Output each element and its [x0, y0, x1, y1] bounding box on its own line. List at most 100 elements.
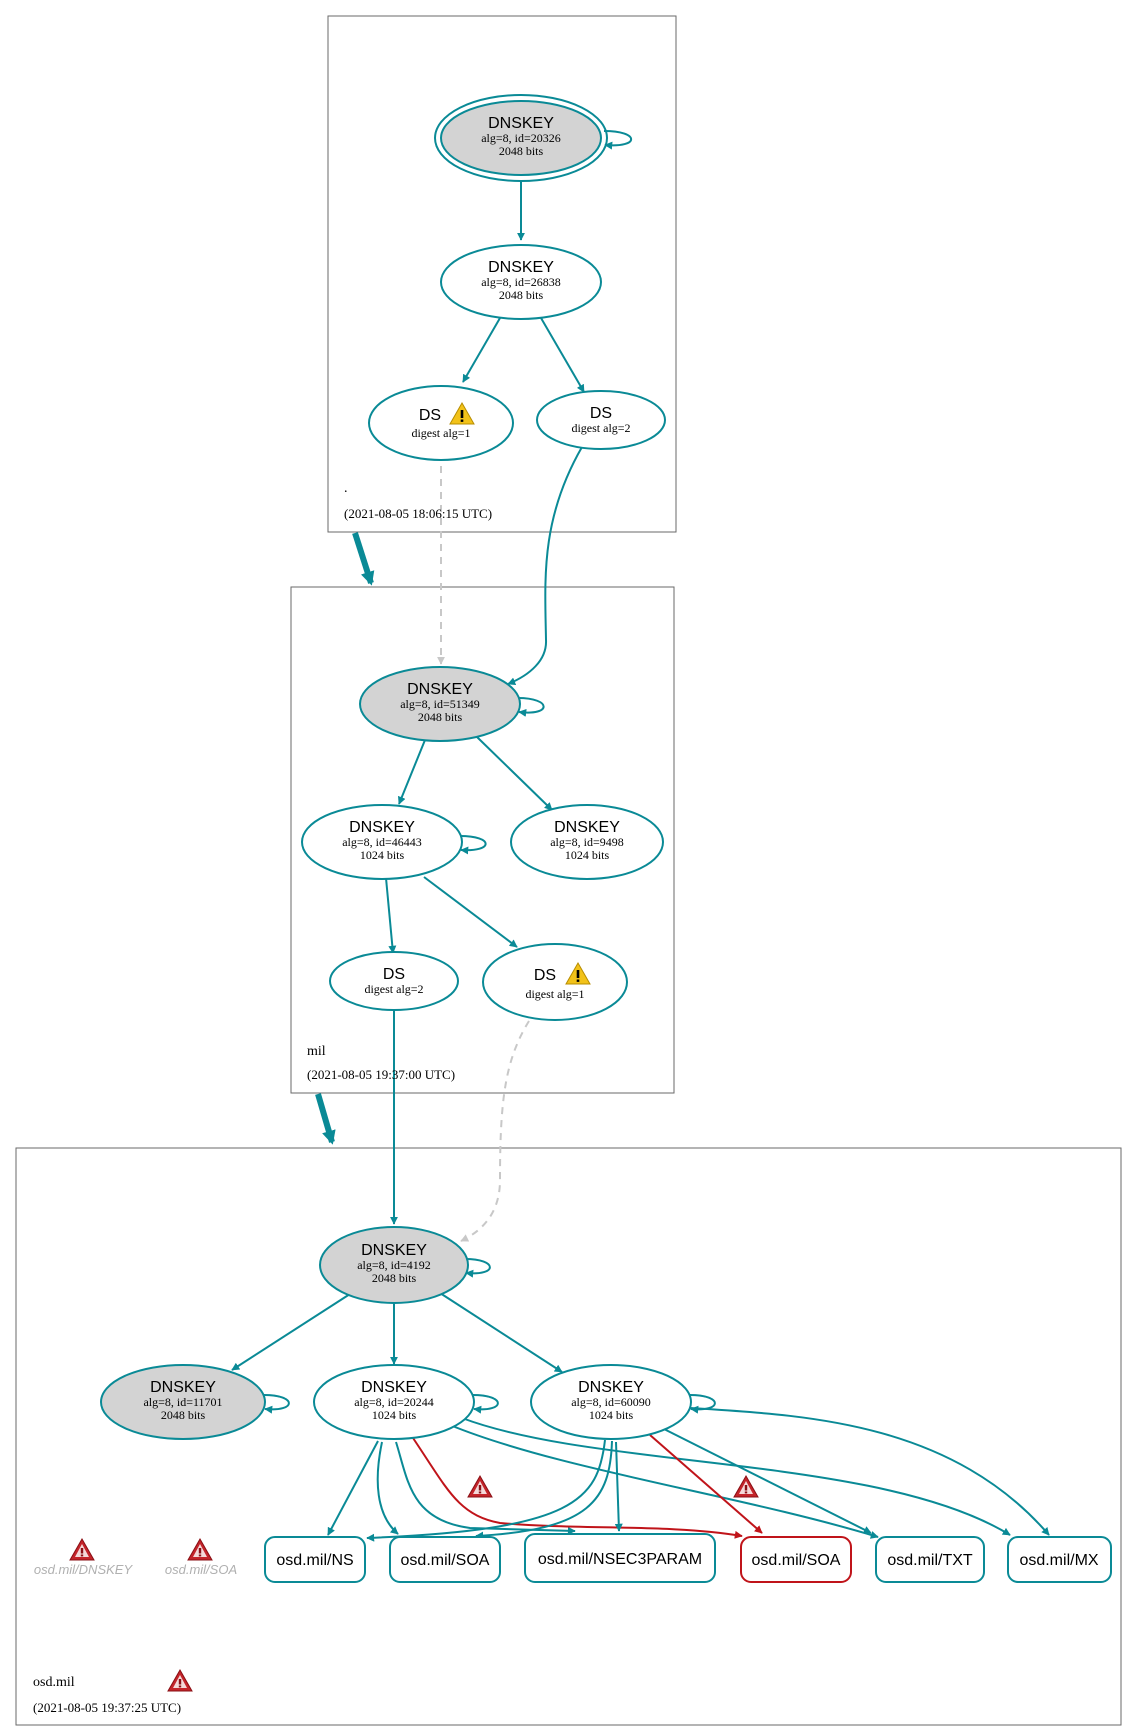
node-root-ksk[interactable]: DNSKEY alg=8, id=20326 2048 bits: [434, 94, 608, 182]
node-title: DNSKEY: [554, 819, 620, 836]
edge-mil-zsk1-ds2: [385, 877, 397, 954]
edge-k60090-ns: [366, 1439, 606, 1542]
node-detail: alg=8, id=51349: [400, 697, 480, 711]
rrset-mx[interactable]: osd.mil/MX: [1007, 1536, 1112, 1583]
zone-mil-box: [290, 586, 675, 1094]
edge-osd-k20244-self: [472, 1394, 499, 1414]
node-mil-ds2[interactable]: DS digest alg=2: [329, 951, 459, 1011]
edge-k60090-soa-err: [649, 1434, 763, 1534]
edge-mil-ksk-self: [517, 697, 545, 717]
node-title: DS: [590, 405, 612, 422]
node-detail: 1024 bits: [589, 1408, 634, 1422]
error-triangle-icon: [733, 1475, 759, 1498]
zone-timestamp-mil: (2021-08-05 19:37:00 UTC): [307, 1067, 455, 1082]
node-detail: digest alg=2: [571, 421, 630, 435]
rrset-nsec3param[interactable]: osd.mil/NSEC3PARAM: [524, 1533, 716, 1583]
edge-k60090-nsec3param: [614, 1441, 623, 1532]
error-label: osd.mil/DNSKEY: [34, 1562, 134, 1577]
zone-root-box: [327, 15, 677, 533]
node-title: DS: [534, 967, 556, 984]
rrset-label: osd.mil/SOA: [752, 1552, 841, 1569]
node-osd-k11701[interactable]: DNSKEY alg=8, id=11701 2048 bits: [100, 1364, 266, 1440]
node-mil-ds1[interactable]: DS digest alg=1: [482, 943, 628, 1021]
node-title: DNSKEY: [578, 1379, 644, 1396]
node-detail: digest alg=2: [364, 982, 423, 996]
edge-osd-k60090-self: [689, 1394, 716, 1414]
error-triangle-icon: [69, 1538, 95, 1561]
zone-osd-box: [15, 1147, 1122, 1726]
edge-mil-ds1-osd-ksk: [460, 1020, 530, 1242]
error-label: osd.mil/SOA: [165, 1562, 237, 1577]
node-detail: alg=8, id=11701: [143, 1395, 222, 1409]
error-dnskey[interactable]: osd.mil/DNSKEY: [34, 1538, 134, 1577]
edge-osd-ksk-k11701: [231, 1293, 351, 1371]
edge-k60090-mx: [689, 1407, 1050, 1536]
node-detail: alg=8, id=9498: [550, 835, 624, 849]
rrset-label: osd.mil/NSEC3PARAM: [538, 1551, 702, 1568]
rrset-soa-error[interactable]: osd.mil/SOA: [740, 1536, 852, 1583]
node-detail: 1024 bits: [360, 848, 405, 862]
node-detail: digest alg=1: [411, 426, 470, 440]
zone-timestamp-osd: (2021-08-05 19:37:25 UTC): [33, 1700, 181, 1715]
node-title: DNSKEY: [150, 1379, 216, 1396]
error-triangle-icon: [467, 1475, 493, 1498]
node-detail: alg=8, id=60090: [571, 1395, 651, 1409]
edge-k20244-nsec3param: [395, 1441, 576, 1535]
node-title: DS: [419, 407, 441, 424]
error-soa[interactable]: osd.mil/SOA: [165, 1538, 237, 1577]
edge-root-zsk-ds2: [540, 317, 585, 393]
edge-osd-ksk-k60090: [439, 1292, 563, 1373]
node-detail: 2048 bits: [418, 710, 463, 724]
node-root-ds1[interactable]: DS digest alg=1: [368, 385, 514, 461]
node-title: DNSKEY: [407, 681, 473, 698]
delegation-arrow-mil-osd: [315, 1093, 336, 1145]
node-root-zsk[interactable]: DNSKEY alg=8, id=26838 2048 bits: [440, 244, 602, 320]
edge-mil-ksk-zsk1: [398, 739, 426, 805]
node-title: DNSKEY: [488, 115, 554, 132]
edge-osd-ksk-self: [464, 1258, 491, 1278]
edge-k20244-txt: [449, 1424, 879, 1539]
edge-k20244-soa-err: [412, 1437, 743, 1539]
node-detail: 2048 bits: [499, 288, 544, 302]
node-mil-zsk2[interactable]: DNSKEY alg=8, id=9498 1024 bits: [510, 804, 664, 880]
node-detail: alg=8, id=20244: [354, 1395, 434, 1409]
zone-timestamp-root: (2021-08-05 18:06:15 UTC): [344, 506, 492, 521]
edge-k20244-ns: [327, 1440, 379, 1536]
rrset-label: osd.mil/SOA: [401, 1552, 490, 1569]
edge-mil-ksk-zsk2: [476, 736, 553, 811]
rrset-txt[interactable]: osd.mil/TXT: [875, 1536, 985, 1583]
zone-name-root: .: [344, 481, 348, 496]
error-triangle-icon: [167, 1669, 193, 1692]
node-title: DNSKEY: [361, 1242, 427, 1259]
edge-k20244-mx: [461, 1417, 1011, 1536]
edge-mil-zsk1-self: [459, 835, 487, 855]
node-mil-zsk1[interactable]: DNSKEY alg=8, id=46443 1024 bits: [301, 804, 463, 880]
rrset-ns[interactable]: osd.mil/NS: [264, 1536, 366, 1583]
edge-root-ds2-mil-ksk: [507, 446, 583, 685]
delegation-arrow-root-mil: [352, 532, 375, 586]
node-osd-k20244[interactable]: DNSKEY alg=8, id=20244 1024 bits: [313, 1364, 475, 1440]
rrset-label: osd.mil/MX: [1019, 1552, 1098, 1569]
node-title: DNSKEY: [361, 1379, 427, 1396]
edge-k60090-txt: [659, 1426, 872, 1534]
rrset-soa[interactable]: osd.mil/SOA: [389, 1536, 501, 1583]
node-detail: alg=8, id=26838: [481, 275, 561, 289]
node-detail: digest alg=1: [525, 987, 584, 1001]
node-detail: 2048 bits: [372, 1271, 417, 1285]
edge-mil-zsk1-ds1: [423, 876, 518, 948]
node-mil-ksk[interactable]: DNSKEY alg=8, id=51349 2048 bits: [359, 666, 521, 742]
node-title: DNSKEY: [488, 259, 554, 276]
edges: [231, 130, 1050, 1542]
node-title: DS: [383, 966, 405, 983]
node-osd-k60090[interactable]: DNSKEY alg=8, id=60090 1024 bits: [530, 1364, 692, 1440]
edge-k60090-soa: [475, 1440, 613, 1540]
node-detail: alg=8, id=46443: [342, 835, 422, 849]
edge-osd-k11701-self: [263, 1394, 290, 1414]
edge-k20244-soa: [376, 1441, 399, 1535]
error-triangle-icon: [187, 1538, 213, 1561]
node-osd-ksk[interactable]: DNSKEY alg=8, id=4192 2048 bits: [319, 1226, 469, 1304]
node-detail: 1024 bits: [372, 1408, 417, 1422]
node-root-ds2[interactable]: DS digest alg=2: [536, 390, 666, 450]
node-detail: 2048 bits: [161, 1408, 206, 1422]
